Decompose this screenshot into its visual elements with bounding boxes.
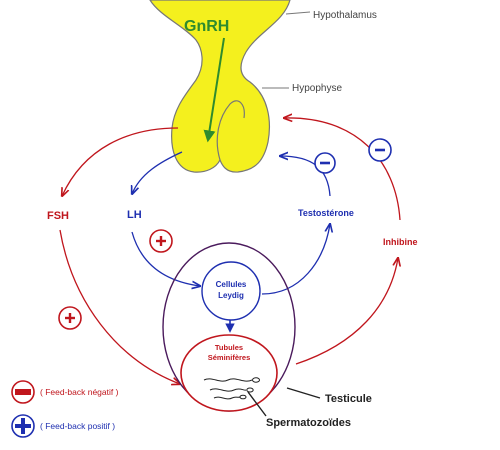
- tubules-label-line1: Tubules: [215, 343, 243, 352]
- inhibine-label: Inhibine: [383, 237, 418, 247]
- spermatozoon: [203, 378, 253, 382]
- fsh-to-tubules-arrow: [59, 229, 180, 384]
- testosterone-label: Testostérone: [298, 208, 354, 218]
- spermatozoides-label: Spermatozoïdes: [266, 417, 351, 429]
- spermatozoon: [209, 388, 247, 392]
- spermatozoides-pointer: [247, 391, 267, 417]
- spermatozoon-head: [239, 394, 247, 400]
- seminiferous-tubules: [180, 334, 278, 412]
- tubules-label-line2: Séminifères: [208, 353, 251, 362]
- spermatozoon-head: [246, 387, 254, 393]
- fsh-label: FSH: [47, 210, 69, 222]
- tubules-to-inhibine-arrow: [295, 258, 398, 365]
- spermatozoon-head: [252, 377, 260, 383]
- fsh-emission-arrow: [62, 127, 179, 196]
- leydig-cells: [201, 261, 261, 321]
- testicule-pointer: [286, 387, 321, 399]
- hypophyse-label: Hypophyse: [292, 83, 342, 94]
- lh-positive-sign: [149, 229, 173, 253]
- gnrh-arrow: [203, 37, 225, 143]
- legend-positive-icon: [11, 414, 35, 438]
- leydig-label-line1: Cellules: [216, 280, 247, 289]
- inhibine-feedback-arrow: [284, 118, 401, 221]
- hypothalamus-hypophyse-shape: [149, 0, 291, 173]
- legend: ( Feed-back négatif ) ( Feed-back positi…: [11, 380, 119, 438]
- lh-label: LH: [127, 209, 142, 221]
- spermatozoa-group: [203, 377, 260, 400]
- legend-negative-icon: [11, 380, 35, 404]
- testicule-label: Testicule: [325, 393, 372, 405]
- leydig-label-line2: Leydig: [218, 291, 244, 300]
- pituitary-lobe-line: [216, 100, 245, 161]
- inhibine-negative-feedback-sign: [368, 138, 392, 162]
- leydig-to-testosterone-arrow: [261, 224, 330, 295]
- lh-emission-arrow: [132, 151, 183, 194]
- gnrh-label: GnRH: [184, 18, 229, 35]
- fsh-positive-sign: [58, 306, 82, 330]
- spermatozoon: [213, 396, 241, 400]
- hypothalamus-label: Hypothalamus: [313, 10, 377, 21]
- legend-positive-text: ( Feed-back positif ): [40, 421, 115, 431]
- hypothalamus-pointer: [285, 11, 311, 15]
- legend-negative-text: ( Feed-back négatif ): [40, 387, 119, 397]
- lh-to-leydig-arrow: [131, 231, 200, 286]
- testosterone-negative-feedback-sign: [314, 152, 336, 174]
